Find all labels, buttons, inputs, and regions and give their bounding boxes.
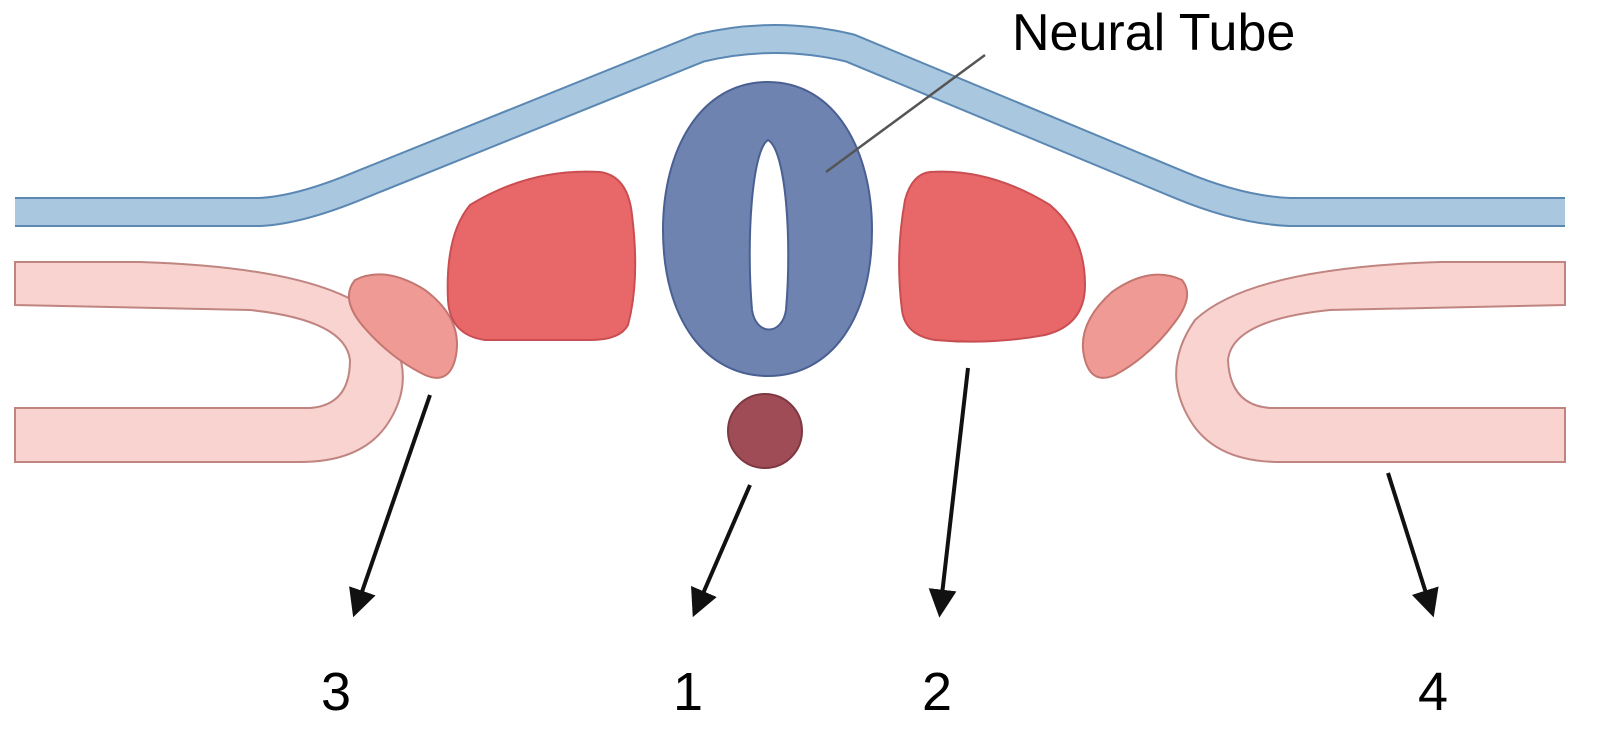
arrow-notochord [695,485,750,612]
left-somite [448,172,636,340]
label-4: 4 [1418,662,1448,722]
notochord [728,394,802,468]
arrow-right-outer [1388,473,1432,612]
left-lateral-plate-mesoderm [15,262,403,462]
callout-label-neural-tube: Neural Tube [1012,4,1295,62]
right-intermediate-mesoderm [1083,275,1187,378]
neural-tube [663,82,872,376]
arrow-right-somite [940,368,968,612]
label-2: 2 [922,662,952,722]
right-somite [899,172,1085,342]
label-1: 1 [673,662,703,722]
label-3: 3 [321,662,351,722]
right-lateral-plate-mesoderm [1176,262,1565,462]
